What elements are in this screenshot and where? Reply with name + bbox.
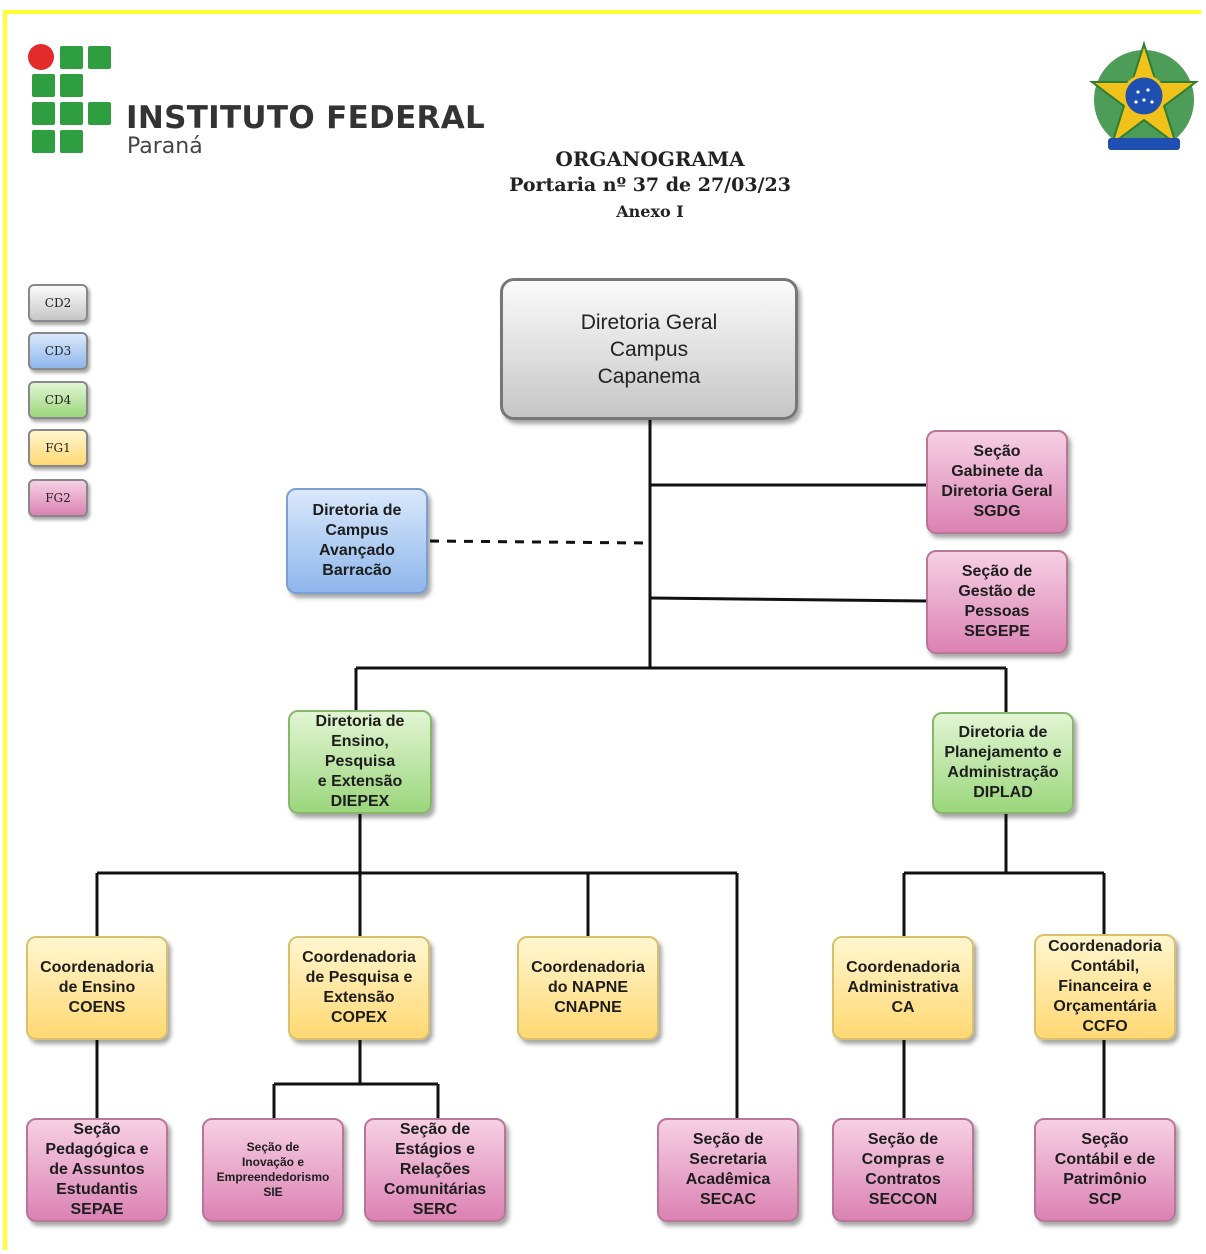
node-diplad: Diretoria de Planejamento e Administraçã… xyxy=(932,712,1074,814)
node-secac: Seção de Secretaria Acadêmica SECAC xyxy=(657,1118,799,1222)
page-border xyxy=(3,10,1201,1250)
node-cnapne: Coordenadoria do NAPNE CNAPNE xyxy=(517,936,659,1040)
legend-cd2: CD2 xyxy=(28,284,88,322)
node-diretoria-geral: Diretoria Geral Campus Capanema xyxy=(500,278,798,420)
node-coens: Coordenadoria de Ensino COENS xyxy=(26,936,168,1040)
logo-red-dot xyxy=(28,44,54,70)
node-serc: Seção de Estágios e Relações Comunitária… xyxy=(364,1118,506,1222)
legend-cd3: CD3 xyxy=(28,332,88,370)
logo-subtitle: Paraná xyxy=(127,134,203,159)
legend-fg2: FG2 xyxy=(28,479,88,517)
national-coat-of-arms-icon xyxy=(1089,40,1199,150)
node-seccon: Seção de Compras e Contratos SECCON xyxy=(832,1118,974,1222)
node-sgdg: Seção Gabinete da Diretoria Geral SGDG xyxy=(926,430,1068,534)
chart-title: ORGANOGRAMA xyxy=(555,147,745,171)
legend-fg1: FG1 xyxy=(28,429,88,467)
node-ca: Coordenadoria Administrativa CA xyxy=(832,936,974,1040)
logo-title: INSTITUTO FEDERAL xyxy=(126,100,486,136)
connector-segepe xyxy=(649,596,929,603)
chart-subtitle: Portaria nº 37 de 27/03/23 xyxy=(509,174,791,196)
chart-annex: Anexo I xyxy=(616,202,684,221)
chart-heading: ORGANOGRAMA Portaria nº 37 de 27/03/23 A… xyxy=(480,146,820,226)
node-sie: Seção de Inovação e Empreendedorismo SIE xyxy=(202,1118,344,1222)
node-ccfo: Coordenadoria Contábil, Financeira e Orç… xyxy=(1034,934,1176,1040)
node-segepe: Seção de Gestão de Pessoas SEGEPE xyxy=(926,550,1068,654)
node-scp: Seção Contábil e de Patrimônio SCP xyxy=(1034,1118,1176,1222)
node-campus-avancado-barracao: Diretoria de Campus Avançado Barracão xyxy=(286,488,428,594)
node-sepae: Seção Pedagógica e de Assuntos Estudanti… xyxy=(26,1118,168,1222)
node-copex: Coordenadoria de Pesquisa e Extensão COP… xyxy=(288,936,430,1040)
institution-logo: INSTITUTO FEDERAL Paraná xyxy=(28,42,485,162)
connector-barracao-dashed xyxy=(429,539,647,545)
legend-cd4: CD4 xyxy=(28,381,88,419)
node-diepex: Diretoria de Ensino, Pesquisa e Extensão… xyxy=(288,710,432,814)
